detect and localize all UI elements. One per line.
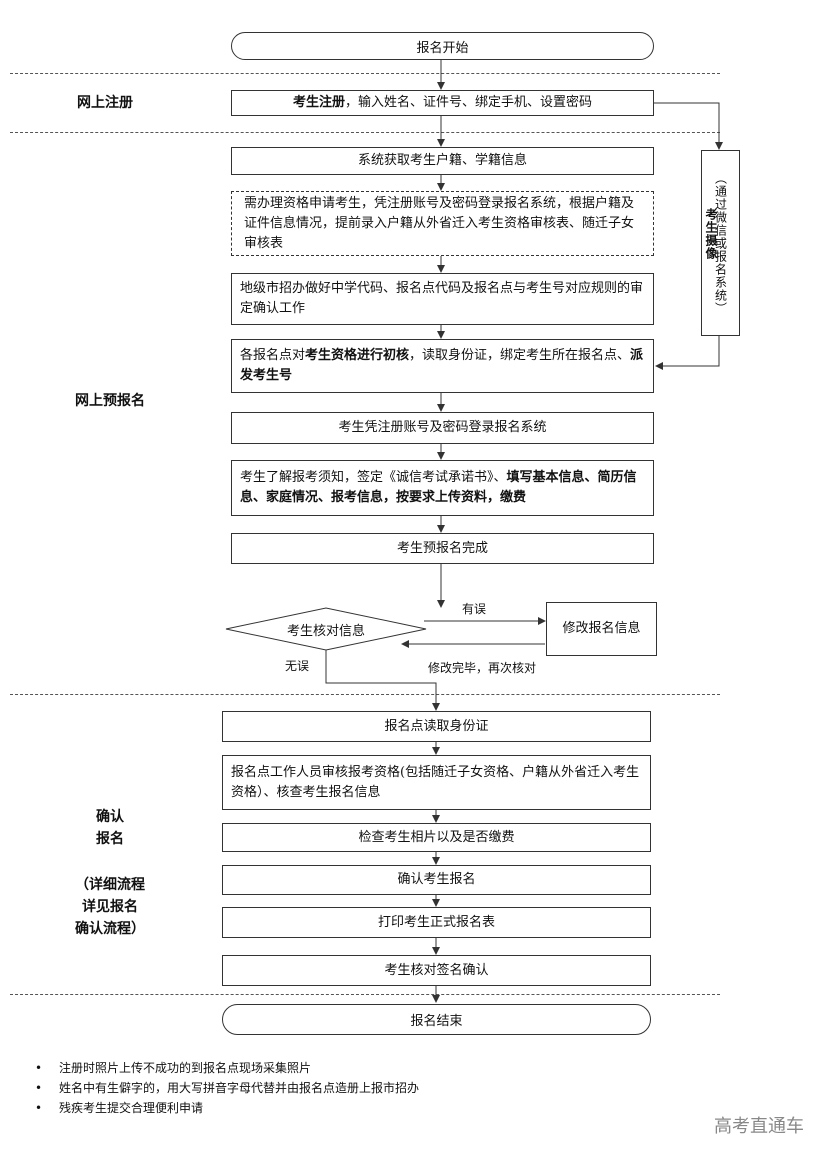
- step-login-text: 考生凭注册账号及密码登录报名系统: [338, 420, 547, 435]
- watermark: 高考直通车: [714, 1116, 804, 1137]
- step-photo-fee: 检查考生相片以及是否缴费: [222, 823, 651, 852]
- section-pre-label: 网上预报名: [75, 393, 145, 409]
- site-check-part-b: 考生资格进行初核: [305, 348, 410, 363]
- step-fetch-info: 系统获取考生户籍、学籍信息: [231, 147, 654, 175]
- footnotes-list: 注册时照片上传不成功的到报名点现场采集照片 姓名中有生僻字的，用大写拼音字母代替…: [35, 1058, 419, 1118]
- step-print-form-text: 打印考生正式报名表: [377, 914, 495, 930]
- side-photo-box: （通过微信或报名系统）: [701, 150, 740, 336]
- step-photo-fee-text: 检查考生相片以及是否缴费: [358, 829, 515, 845]
- footnote-item: 注册时照片上传不成功的到报名点现场采集照片: [35, 1058, 419, 1078]
- fill-info-part-a: 考生了解报考须知，签定《诚信考试承诺书》、: [240, 470, 507, 485]
- end-node: 报名结束: [222, 1004, 651, 1035]
- confirm-note-line2: 详见报名: [82, 899, 138, 915]
- section-confirm-note: （详细流程 详见报名 确认流程）: [55, 874, 165, 940]
- section-confirm-label: 确认 报名: [65, 806, 155, 850]
- step-fill-info: 考生了解报考须知，签定《诚信考试承诺书》、填写基本信息、简历信息、家庭情况、报考…: [231, 460, 654, 516]
- site-check-part-c: ，读取身份证，绑定考生所在报名点、: [409, 348, 631, 363]
- step-site-check: 各报名点对考生资格进行初核，读取身份证，绑定考生所在报名点、派发考生号: [231, 339, 654, 393]
- step-confirm-reg-text: 确认考生报名: [397, 872, 476, 887]
- step-modify: 修改报名信息: [546, 602, 657, 656]
- step-print-form: 打印考生正式报名表: [222, 907, 651, 938]
- step-modify-text: 修改报名信息: [562, 621, 641, 636]
- step-sign-text: 考生核对签名确认: [384, 962, 489, 978]
- step-read-id: 报名点读取身份证: [222, 711, 651, 742]
- section-register-label: 网上注册: [77, 95, 133, 111]
- step-staff-review-text: 报名点工作人员审核报考资格(包括随迁子女资格、户籍从外省迁入考生资格）、核查考生…: [231, 764, 640, 800]
- step-pre-done-text: 考生预报名完成: [396, 540, 488, 556]
- step-confirm-reg: 确认考生报名: [222, 865, 651, 895]
- step-fetch-info-text: 系统获取考生户籍、学籍信息: [357, 153, 527, 168]
- start-node: 报名开始: [231, 32, 654, 60]
- edge-has-error: 有误: [462, 602, 487, 616]
- step-city-office: 地级市招办做好中学代码、报名点代码及报名点与考生号对应规则的审定确认工作: [231, 273, 654, 325]
- confirm-note-line3: 确认流程）: [75, 921, 145, 937]
- section-divider-3: [10, 694, 720, 695]
- fill-info-part-b: 填写基本信息、简历信息、家庭情况、报考信息，按要求上传资料，缴费: [240, 470, 637, 505]
- end-label: 报名结束: [410, 1014, 463, 1029]
- footnote-item: 姓名中有生僻字的，用大写拼音字母代替并由报名点造册上报市招办: [35, 1078, 419, 1098]
- step-pre-done: 考生预报名完成: [231, 533, 654, 564]
- section-divider-1: [10, 73, 720, 74]
- step-register: 考生注册，输入姓名、证件号、绑定手机、设置密码: [231, 90, 654, 116]
- site-check-part-d: 派发考生号: [240, 348, 644, 383]
- edge-no-error: 无误: [285, 659, 310, 673]
- edge-modified: 修改完毕，再次核对: [428, 661, 537, 675]
- step-sign: 考生核对签名确认: [222, 955, 651, 986]
- start-label: 报名开始: [416, 40, 469, 56]
- step-login: 考生凭注册账号及密码登录报名系统: [231, 412, 654, 444]
- section-divider-4: [10, 994, 720, 995]
- step-qualification: 需办理资格申请考生，凭注册账号及密码登录报名系统，根据户籍及证件信息情况，提前录…: [231, 191, 654, 256]
- footnote-item: 残疾考生提交合理便利申请: [35, 1098, 419, 1118]
- side-photo-bold-label: 考生摄像: [703, 208, 719, 260]
- section-divider-2: [10, 132, 720, 133]
- side-photo-bold-text: 考生摄像: [704, 208, 718, 260]
- step-register-bold: 考生注册: [292, 95, 345, 110]
- site-check-part-a: 各报名点对: [240, 348, 306, 363]
- section-confirm-line2: 报名: [96, 831, 124, 847]
- section-confirm-line1: 确认: [96, 809, 124, 825]
- step-city-office-text: 地级市招办做好中学代码、报名点代码及报名点与考生号对应规则的审定确认工作: [240, 281, 644, 316]
- step-staff-review: 报名点工作人员审核报考资格(包括随迁子女资格、户籍从外省迁入考生资格）、核查考生…: [222, 755, 651, 810]
- side-photo-note: （通过微信或报名系统）: [713, 171, 728, 315]
- step-qualification-text: 需办理资格申请考生，凭注册账号及密码登录报名系统，根据户籍及证件信息情况，提前录…: [244, 195, 635, 251]
- confirm-note-line1: （详细流程: [75, 877, 145, 893]
- step-read-id-text: 报名点读取身份证: [384, 718, 489, 734]
- decision-verify-label: 考生核对信息: [286, 624, 365, 639]
- step-register-rest: ，输入姓名、证件号、绑定手机、设置密码: [345, 95, 593, 110]
